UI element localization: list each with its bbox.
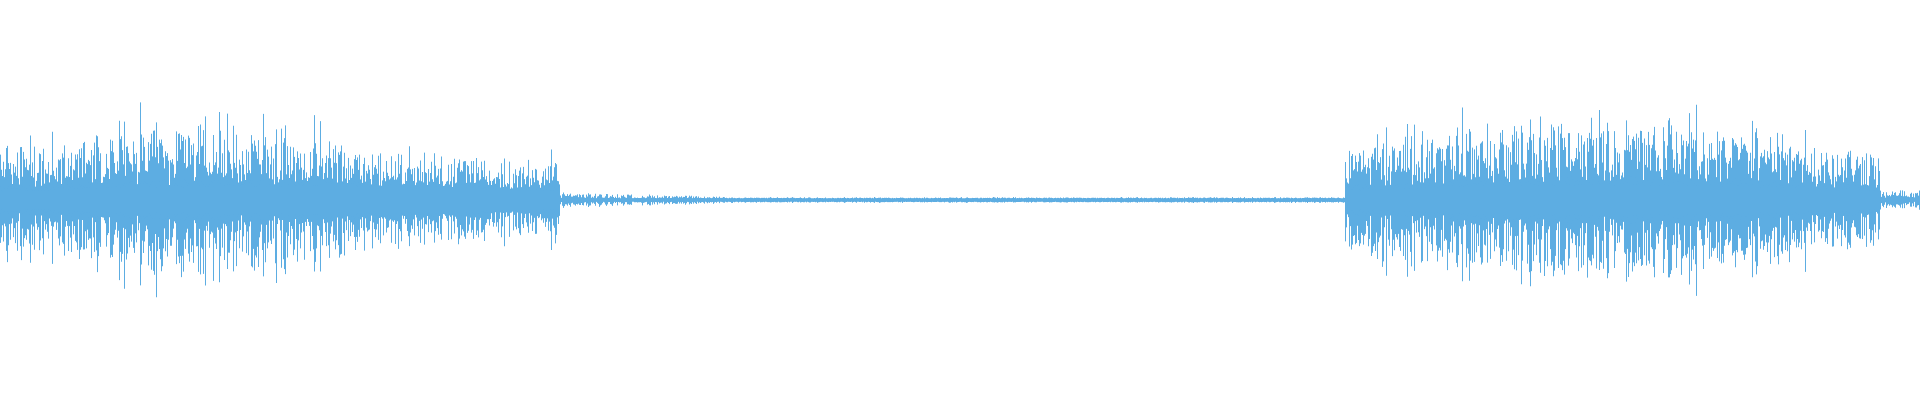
waveform-samples — [0, 102, 1920, 298]
